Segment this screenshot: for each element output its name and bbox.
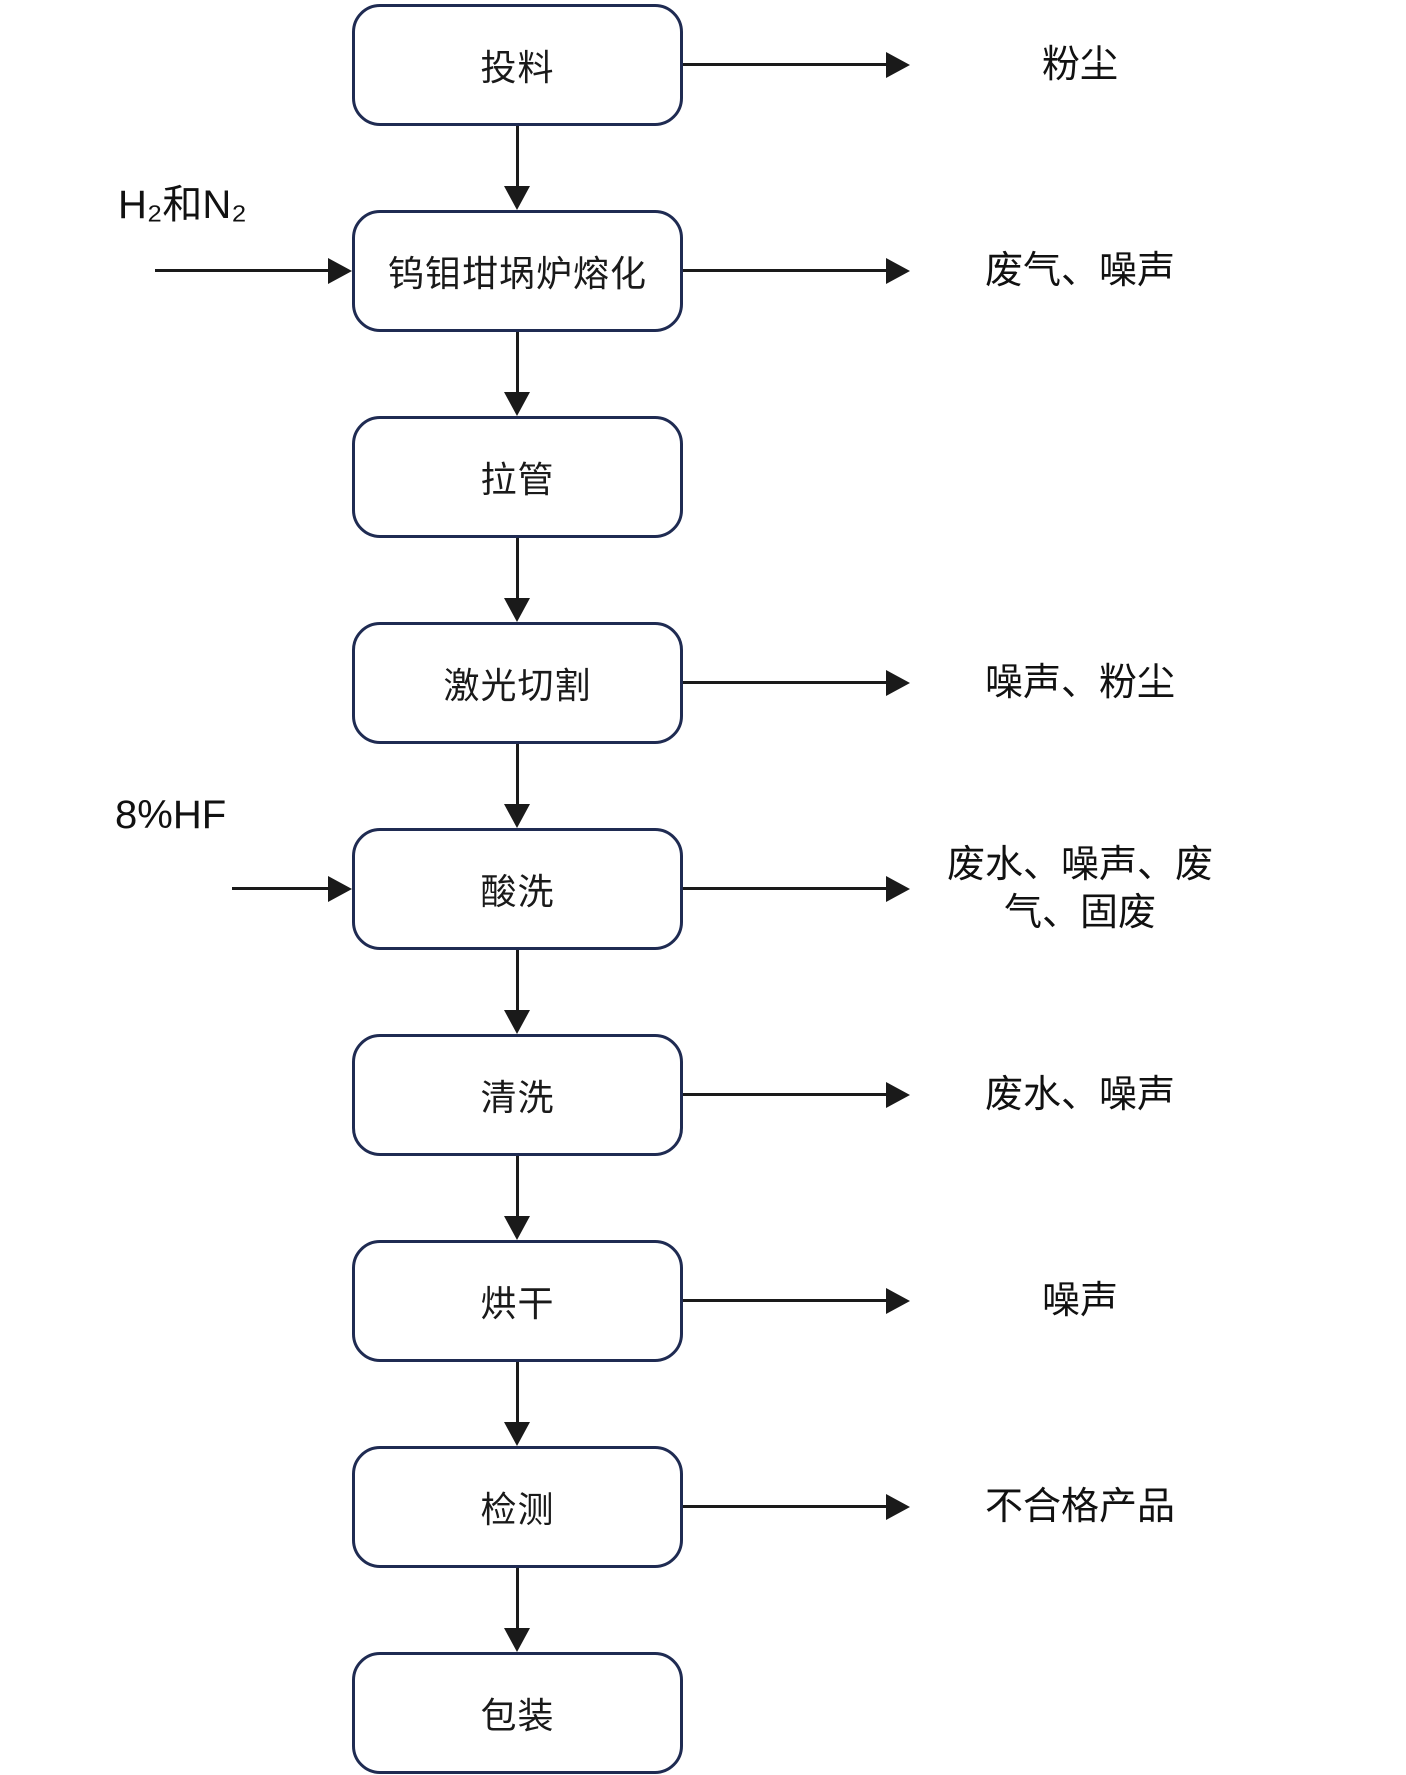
flow-arrow-line: [516, 1568, 519, 1628]
output-arrow-line: [683, 269, 886, 272]
output-arrow-line: [683, 1505, 886, 1508]
output-arrow-line: [683, 887, 886, 890]
step-laser-cutting-label: 激光切割: [443, 665, 592, 706]
flow-arrow-head: [504, 392, 530, 416]
step-acid-washing-label: 酸洗: [480, 871, 555, 912]
emission-noise-dust-label: 噪声、粉尘: [984, 662, 1175, 704]
step-inspection-box: 检测: [352, 1446, 683, 1568]
flow-arrow-line: [516, 538, 519, 598]
step-packaging-label: 包装: [480, 1695, 555, 1736]
output-arrow-line: [683, 63, 886, 66]
emission-wastegas-noise-label: 废气、噪声: [984, 250, 1175, 292]
output-arrow-head: [886, 876, 910, 902]
input-hf-label: 8%HF: [115, 793, 227, 837]
output-arrow-line: [683, 1093, 886, 1096]
input-arrow-line: [155, 269, 328, 272]
output-arrow-head: [886, 670, 910, 696]
step-feeding-label: 投料: [480, 47, 555, 88]
step-drying-label: 烘干: [480, 1283, 555, 1324]
flow-arrow-line: [516, 950, 519, 1010]
input-arrow-head: [328, 258, 352, 284]
emission-wastewater-noise-label: 废水、噪声: [984, 1074, 1175, 1116]
output-arrow-head: [886, 1082, 910, 1108]
emission-dust-label: 粉尘: [1041, 44, 1118, 86]
flow-arrow-head: [504, 1628, 530, 1652]
step-cleaning-label: 清洗: [480, 1077, 555, 1118]
flow-arrow-line: [516, 744, 519, 804]
flow-arrow-line: [516, 1156, 519, 1216]
step-cleaning-box: 清洗: [352, 1034, 683, 1156]
flow-arrow-head: [504, 186, 530, 210]
output-arrow-head: [886, 258, 910, 284]
step-packaging-box: 包装: [352, 1652, 683, 1774]
step-tube-drawing-label: 拉管: [480, 459, 555, 500]
flow-arrow-head: [504, 598, 530, 622]
emission-noise-label: 噪声: [1041, 1280, 1118, 1322]
input-h2-n2-label: H₂和N₂: [118, 183, 247, 227]
step-crucible-melting-label: 钨钼坩埚炉熔化: [387, 253, 647, 294]
flow-arrow-line: [516, 332, 519, 392]
input-arrow-head: [328, 876, 352, 902]
step-tube-drawing-box: 拉管: [352, 416, 683, 538]
input-arrow-line: [232, 887, 328, 890]
output-arrow-head: [886, 1288, 910, 1314]
output-arrow-line: [683, 681, 886, 684]
emission-acid-wash-label: 废水、噪声、废 气、固废: [946, 844, 1213, 934]
flow-arrow-head: [504, 1422, 530, 1446]
flow-arrow-head: [504, 804, 530, 828]
output-arrow-line: [683, 1299, 886, 1302]
step-inspection-label: 检测: [480, 1489, 555, 1530]
step-drying-box: 烘干: [352, 1240, 683, 1362]
flow-arrow-line: [516, 1362, 519, 1422]
output-arrow-head: [886, 1494, 910, 1520]
flow-arrow-line: [516, 126, 519, 186]
step-crucible-melting-box: 钨钼坩埚炉熔化: [352, 210, 683, 332]
flow-arrow-head: [504, 1010, 530, 1034]
step-laser-cutting-box: 激光切割: [352, 622, 683, 744]
step-feeding-box: 投料: [352, 4, 683, 126]
output-arrow-head: [886, 52, 910, 78]
step-acid-washing-box: 酸洗: [352, 828, 683, 950]
flow-arrow-head: [504, 1216, 530, 1240]
rejected-products-label: 不合格产品: [984, 1486, 1175, 1528]
